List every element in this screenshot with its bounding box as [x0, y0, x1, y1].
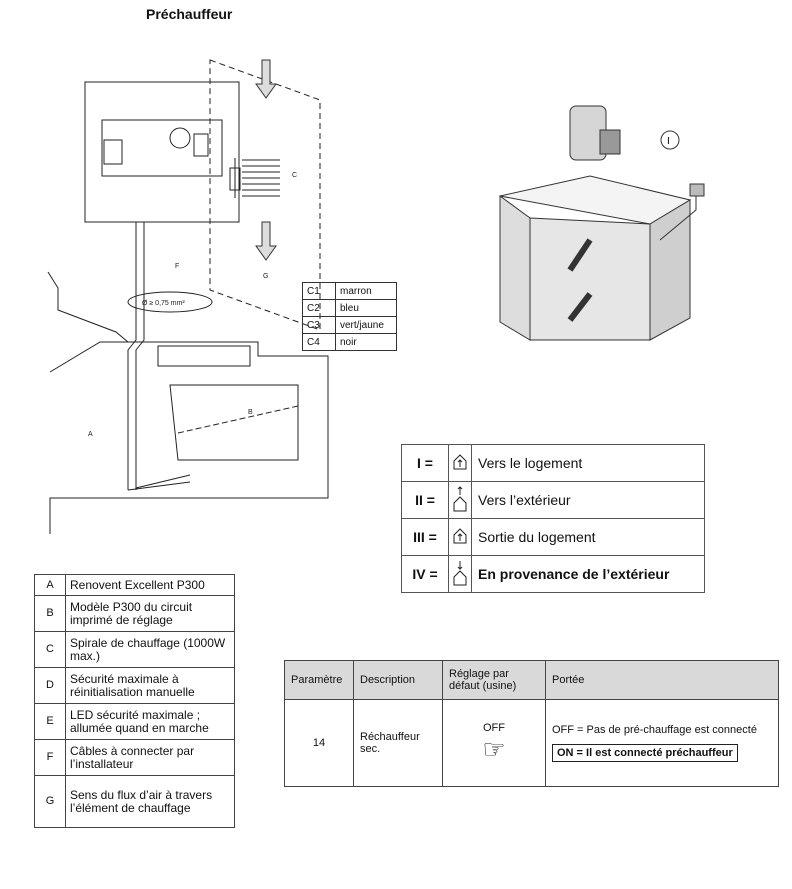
- parameter-table: Paramètre Description Réglage par défaut…: [284, 660, 779, 787]
- unit-illustration: I: [499, 105, 705, 341]
- page-title: Préchauffeur: [146, 6, 233, 22]
- preheater-box: [84, 81, 240, 223]
- cable-spec-bubble: [127, 291, 213, 313]
- house-arrow-in-icon: [448, 444, 472, 482]
- parameter-header-row: Paramètre Description Réglage par défaut…: [284, 660, 779, 700]
- dashed-panel: [209, 59, 321, 331]
- callout-circle: [660, 130, 680, 150]
- label-g: G: [263, 273, 268, 280]
- label-f: F: [175, 263, 179, 270]
- label-c: C: [292, 172, 297, 179]
- wiring-diagram: C G F A B Ø ≥ 0,75 mm²: [47, 59, 329, 536]
- cable-spec: Ø ≥ 0,75 mm²: [142, 300, 185, 307]
- heating-coil: [229, 158, 280, 198]
- house-arrow-down-icon: [448, 555, 472, 593]
- direction-row: IV = En provenance de l’extérieur: [401, 555, 705, 593]
- hand-pointer-icon: ☞: [482, 733, 506, 764]
- callout-label: I: [667, 136, 670, 147]
- control-panel: [157, 345, 251, 367]
- pcb: [169, 384, 299, 461]
- safety-thermostat: [169, 127, 191, 149]
- direction-row: III = Sortie du logement: [401, 518, 705, 556]
- house-arrow-up-icon: [448, 518, 472, 556]
- direction-legend: I = Vers le logement II = Vers l’extérie…: [401, 444, 705, 593]
- parameter-row: 14 Réchauffeur sec. OFF ☞ OFF = Pas de p…: [284, 699, 779, 787]
- default-value: OFF: [483, 721, 505, 734]
- range-on: ON = Il est connecté préchauffeur: [552, 744, 738, 762]
- label-b: B: [248, 409, 253, 416]
- house-arrow-out-icon: [448, 481, 472, 519]
- direction-row: I = Vers le logement: [401, 444, 705, 482]
- airflow-arrows: [255, 59, 277, 261]
- label-a: A: [88, 431, 93, 438]
- preheater-unit: [599, 129, 621, 155]
- direction-row: II = Vers l’extérieur: [401, 481, 705, 519]
- range-off: OFF = Pas de pré-chauffage est connecté: [552, 724, 757, 736]
- terminal-block: [103, 139, 123, 165]
